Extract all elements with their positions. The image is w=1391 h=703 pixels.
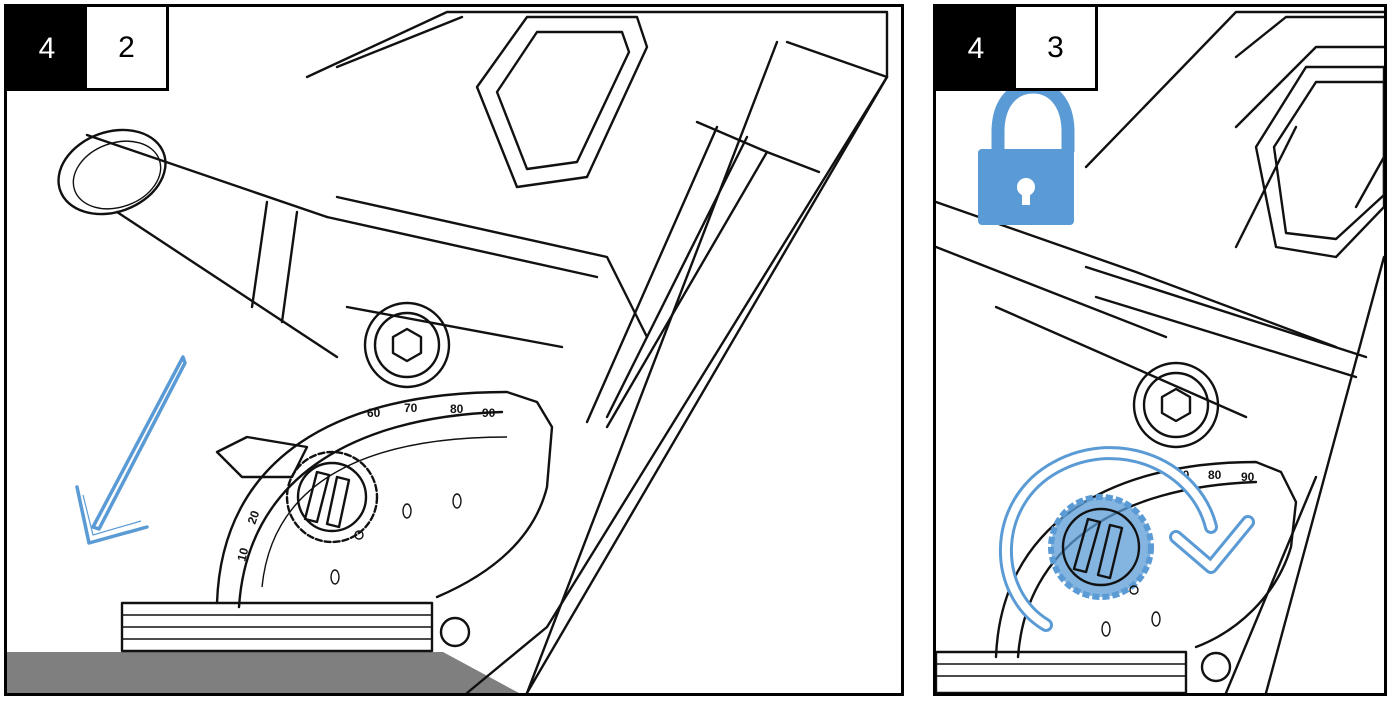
bevel-lock-knob [1048, 494, 1154, 600]
saw-housing [936, 10, 1384, 693]
handle-tube [57, 128, 339, 359]
substep-number: 2 [87, 7, 169, 91]
base-surface [7, 652, 519, 693]
step-badge: 4 2 [7, 7, 169, 91]
bevel-lock-knob [285, 450, 379, 544]
scale-label-90: 90 [1241, 470, 1255, 484]
fence-screw [439, 616, 471, 648]
saw-housing [305, 10, 889, 693]
substep-number: 3 [1016, 7, 1098, 91]
fence-rail [936, 650, 1188, 693]
pivot-bolt [363, 301, 451, 389]
saw-illustration-right: 70 80 90 [936, 10, 1384, 693]
saw-illustration-left: 60 70 80 90 20 10 [7, 10, 889, 693]
fence-screw [1200, 651, 1232, 683]
clamp-lever [215, 435, 309, 479]
clockwise-rotate-arrow-icon [999, 446, 1255, 632]
step-number: 4 [936, 7, 1016, 91]
step-number: 4 [7, 7, 87, 91]
panel-step-4-3: 4 3 [933, 4, 1387, 696]
scale-label-60: 60 [367, 406, 381, 420]
scale-label-20: 20 [245, 508, 263, 526]
step-badge: 4 3 [936, 7, 1098, 91]
scale-label-10: 10 [234, 546, 251, 563]
pivot-bolt [1132, 361, 1220, 449]
fence-rail [120, 601, 434, 653]
bevel-scale: 60 70 80 90 20 10 [215, 390, 554, 609]
scale-label-80: 80 [450, 402, 464, 416]
scale-label-90: 90 [482, 406, 496, 420]
panel-step-4-2: 4 2 [4, 4, 904, 696]
down-left-arrow-icon [75, 355, 187, 545]
padlock-icon [978, 80, 1075, 225]
scale-label-80: 80 [1208, 468, 1222, 482]
scale-label-70: 70 [404, 401, 418, 415]
